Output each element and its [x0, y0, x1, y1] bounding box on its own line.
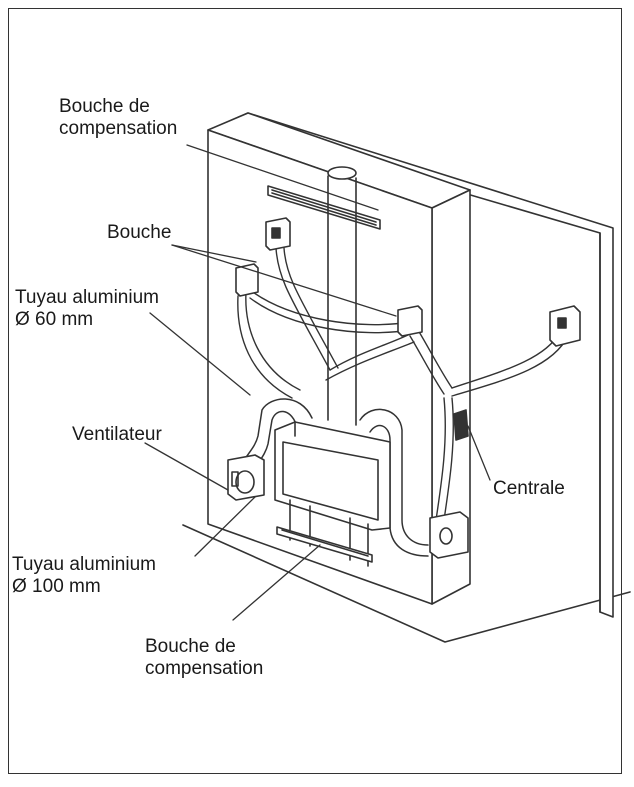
- label-tuyau-60: Tuyau aluminium Ø 60 mm: [15, 287, 159, 330]
- floor: [182, 524, 631, 643]
- outlet-box-top: [265, 217, 291, 251]
- label-ventilateur: Ventilateur: [72, 424, 162, 445]
- outlet-box-left: [235, 263, 259, 297]
- label-bouche-de-compensation-top: Bouche de compensation: [59, 96, 178, 139]
- label-centrale: Centrale: [493, 478, 565, 499]
- small-ducts: [237, 247, 569, 521]
- label-bouche-de-compensation-bottom: Bouche de compensation: [145, 636, 264, 679]
- ventilator-unit: [227, 454, 265, 501]
- firebox: [274, 421, 391, 567]
- label-bouche: Bouche: [107, 222, 172, 243]
- outlet-box-right: [549, 305, 581, 347]
- top-compensation-grille: [267, 185, 381, 230]
- central-unit: [453, 409, 469, 441]
- bottom-compensation-grille: [276, 526, 373, 563]
- outlet-box-center: [397, 305, 423, 337]
- leader-lines: [144, 144, 491, 621]
- outlet-box-bottom-right: [429, 511, 469, 559]
- label-tuyau-100: Tuyau aluminium Ø 100 mm: [12, 554, 156, 597]
